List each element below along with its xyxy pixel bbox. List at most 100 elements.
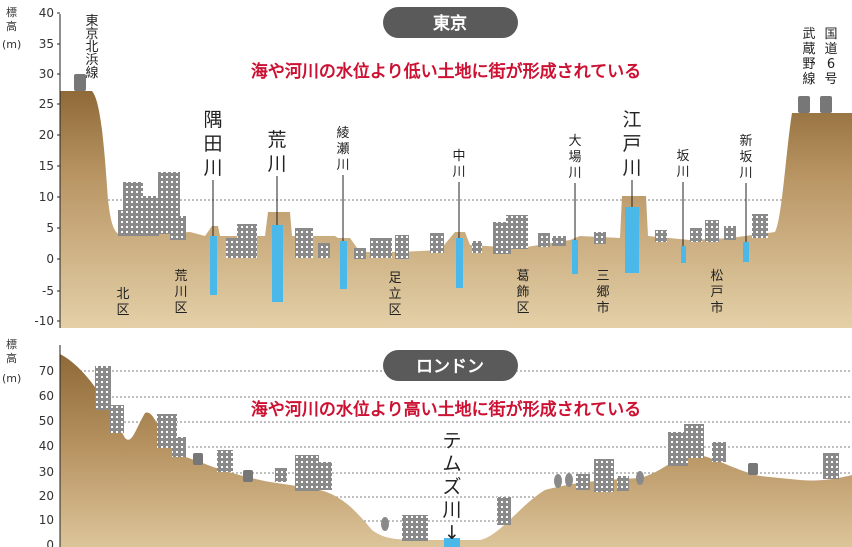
y-tick-label: 10 <box>39 190 54 204</box>
thames-label-char: ↓ <box>444 522 460 544</box>
building <box>668 432 688 466</box>
y-tick-label: 5 <box>46 221 54 235</box>
thames-label-char: 川 <box>442 499 461 521</box>
building <box>118 210 136 236</box>
shinsaka-water <box>743 242 749 262</box>
river-label: 中 <box>452 149 465 164</box>
y-tick-label: 25 <box>39 97 54 111</box>
right-rail-label: 道 <box>824 42 837 57</box>
tree-icon <box>381 517 389 531</box>
london-ground <box>60 354 852 547</box>
building <box>237 224 257 258</box>
train-icon <box>748 463 758 475</box>
y-tick-label: 40 <box>39 439 54 453</box>
y-tick-label: 60 <box>39 389 54 403</box>
y-tick-label: -5 <box>42 284 54 298</box>
building <box>655 230 667 242</box>
building <box>275 468 287 482</box>
river-label: 川 <box>203 157 222 179</box>
tokyo-water-columns <box>210 207 749 302</box>
river-label: 川 <box>676 165 689 180</box>
tokyo-ylabel-top: 標 <box>6 5 17 19</box>
thames-label-char: ム <box>442 453 461 475</box>
london-buildings <box>95 366 839 541</box>
river-label: 川 <box>739 166 752 181</box>
river-label: 川 <box>452 165 465 180</box>
ward-label: 区 <box>516 301 529 316</box>
y-tick-label: 30 <box>39 67 54 81</box>
thames-label-char: テ <box>442 430 461 452</box>
nakagawa-water <box>456 238 463 288</box>
building <box>684 424 704 458</box>
left-rail-label: 北 <box>85 40 98 55</box>
river-label: 綾 <box>336 125 349 141</box>
building <box>110 405 124 433</box>
building <box>690 228 702 242</box>
river-label: 瀬 <box>336 142 349 157</box>
building <box>594 459 614 492</box>
tokyo-ylabel-mid: 高 <box>6 19 17 33</box>
left-rail-label: 東 <box>85 13 98 29</box>
river-label: 田 <box>203 133 222 155</box>
oba-water <box>572 240 578 274</box>
river-label: 川 <box>336 158 349 173</box>
river-label: 新 <box>739 133 752 149</box>
tokyo-headline: 海や河川の水位より低い土地に街が形成されている <box>251 61 641 82</box>
tokyo-ground <box>60 91 852 328</box>
tokyo-buildings <box>118 172 768 259</box>
right-rail-label: 国 <box>824 27 837 42</box>
y-tick-label: 20 <box>39 489 54 503</box>
river-label: 荒 <box>267 129 286 151</box>
building <box>395 235 409 259</box>
ward-label: 市 <box>596 300 609 316</box>
river-label: 大 <box>568 134 581 149</box>
building <box>705 220 719 242</box>
ward-label: 荒 <box>174 269 187 284</box>
y-tick-label: 40 <box>39 6 54 20</box>
london-trains <box>193 453 758 482</box>
building <box>226 238 238 258</box>
sumida-water <box>210 236 217 295</box>
ward-label: 立 <box>388 287 401 302</box>
ward-label: 三 <box>596 269 609 284</box>
y-tick-label: 15 <box>39 159 54 173</box>
london-ylabel-mid: 高 <box>6 351 17 365</box>
ward-label: 飾 <box>516 285 529 300</box>
train-icon <box>798 96 810 113</box>
river-label: 場 <box>568 150 581 165</box>
y-tick-label: 35 <box>39 37 54 51</box>
train-icon <box>74 74 86 91</box>
building <box>823 453 839 479</box>
river-label: 江 <box>622 109 641 131</box>
tree-icon <box>554 474 562 488</box>
building <box>217 450 233 472</box>
building <box>594 232 606 244</box>
river-label: 隅 <box>203 109 222 131</box>
train-icon <box>243 470 253 482</box>
thames-label-char: ズ <box>442 476 461 498</box>
building <box>497 497 511 525</box>
building <box>430 233 444 253</box>
left-rail-label: 浜 <box>85 53 98 68</box>
building <box>316 462 332 490</box>
right-rail-label: 武 <box>802 27 815 42</box>
building <box>472 241 482 253</box>
building <box>143 196 159 236</box>
river-label: 坂 <box>739 150 752 165</box>
y-tick-label: 50 <box>39 414 54 428</box>
y-tick-label: -10 <box>34 314 54 328</box>
building <box>402 515 428 541</box>
river-label: 川 <box>622 157 641 179</box>
tokyo-title: 東京 <box>433 13 467 34</box>
london-ylabel-top: 標 <box>6 337 17 351</box>
ward-label: 川 <box>174 285 187 300</box>
london-ylabel-unit: (m) <box>2 372 21 385</box>
ward-label: 区 <box>116 303 129 318</box>
tree-icon <box>636 471 644 485</box>
